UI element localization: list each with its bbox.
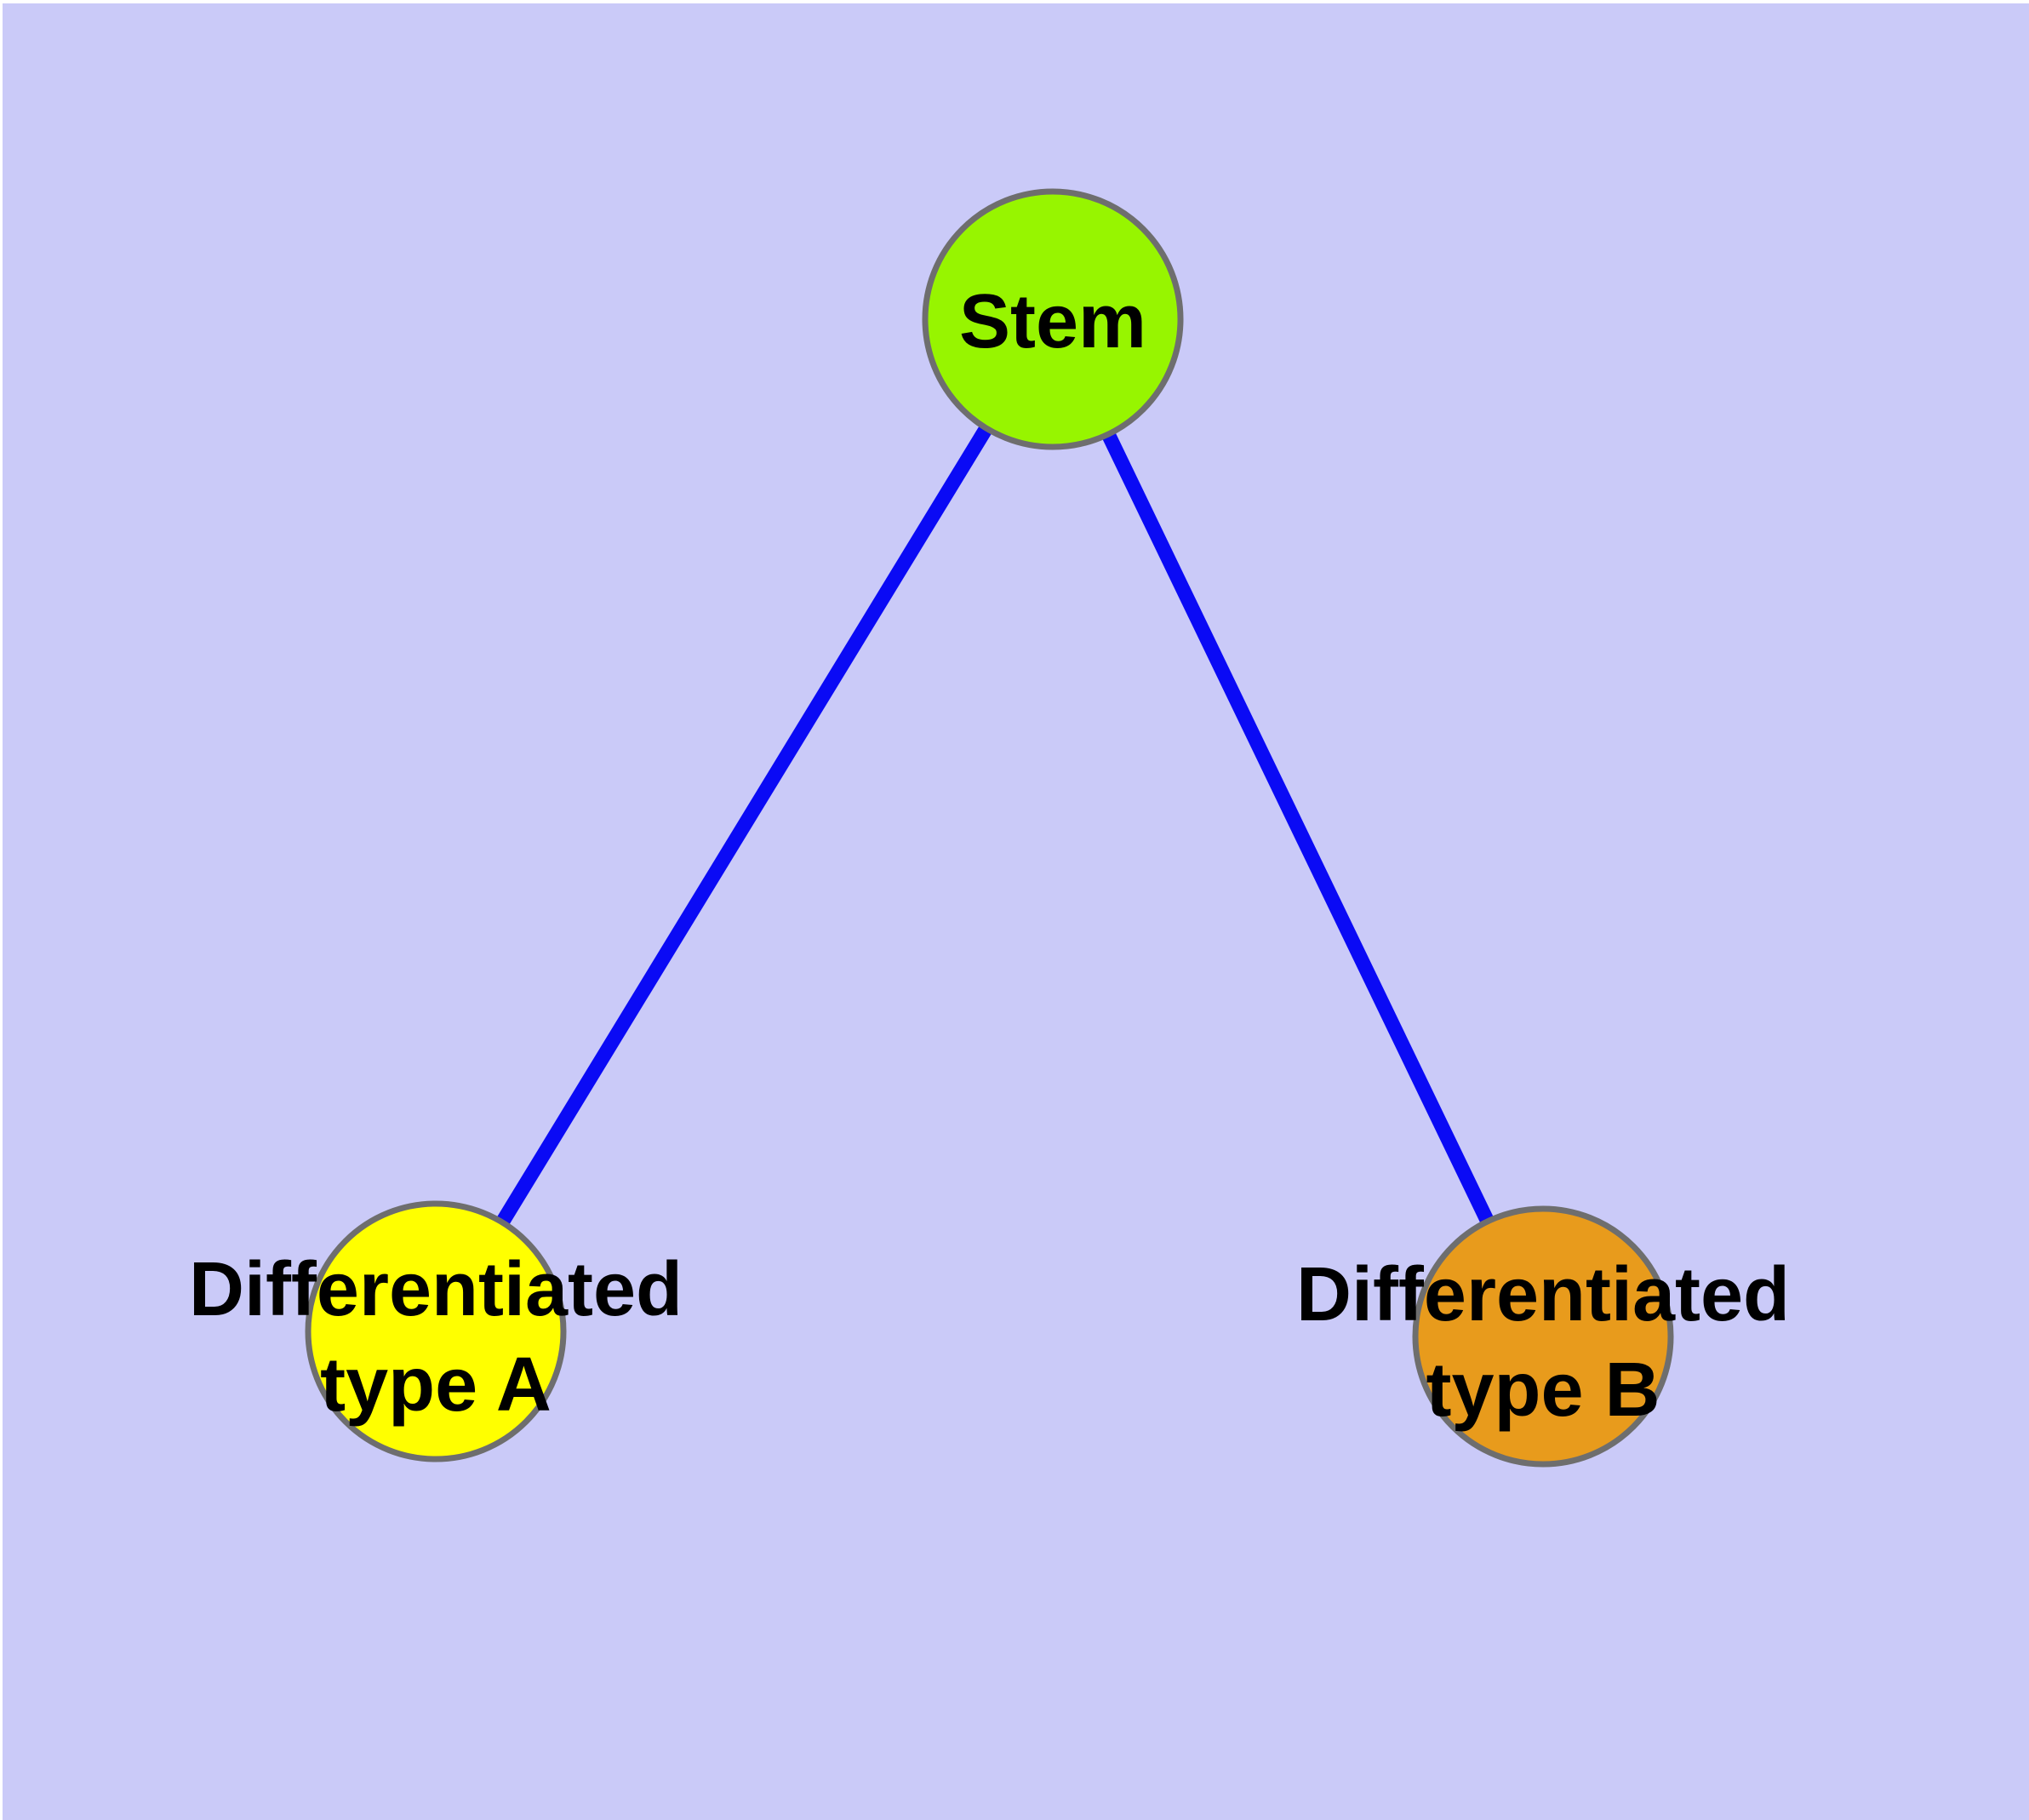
edge-stem-to-type-b — [1046, 316, 1550, 1340]
node-type-b-label-line2: type B — [1426, 1348, 1660, 1433]
node-type-a-label-line2: type A — [320, 1342, 552, 1428]
node-stem-circle — [922, 188, 1184, 450]
node-stem: Stem — [922, 188, 1184, 450]
node-type-b-circle — [1412, 1205, 1674, 1468]
node-type-a-label-line1: Differentiated — [189, 1247, 683, 1332]
node-layer: Stem Differentiated type A Differentiate… — [189, 188, 1790, 1468]
node-type-b-label-line1: Differentiated — [1296, 1252, 1790, 1337]
node-differentiated-type-a: Differentiated type A — [189, 1200, 683, 1462]
node-stem-label: Stem — [959, 279, 1146, 364]
edge-stem-to-type-a — [429, 315, 1060, 1336]
node-differentiated-type-b: Differentiated type B — [1296, 1205, 1790, 1468]
edge-layer — [429, 315, 1550, 1340]
node-type-a-circle — [305, 1200, 567, 1462]
